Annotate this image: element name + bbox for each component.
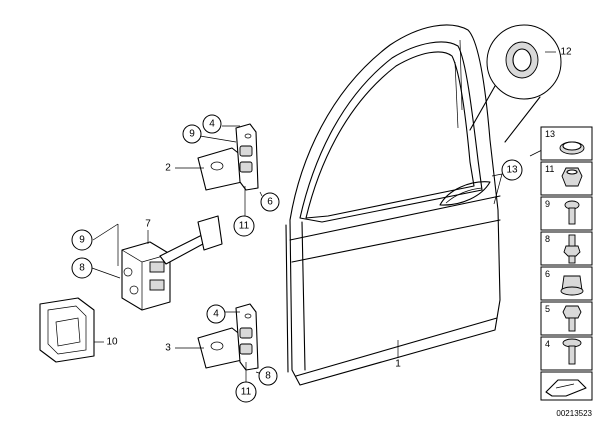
sidebar-item-11: 11 bbox=[540, 161, 593, 196]
front-door bbox=[285, 24, 501, 386]
svg-text:6: 6 bbox=[267, 197, 273, 208]
callout-6-upper: 6 bbox=[260, 192, 280, 212]
lower-door-hinge bbox=[197, 303, 259, 371]
hex-bolt-icon bbox=[562, 305, 582, 332]
svg-text:9: 9 bbox=[79, 235, 85, 246]
callout-13: 13 bbox=[501, 159, 523, 181]
callout-1: 1 bbox=[395, 359, 401, 370]
torx-bolt-icon bbox=[564, 200, 580, 225]
callout-12: 12 bbox=[560, 47, 572, 58]
plug-cap-icon bbox=[559, 141, 585, 155]
callout-3: 3 bbox=[165, 343, 171, 354]
svg-text:4: 4 bbox=[213, 309, 219, 320]
svg-text:7: 7 bbox=[145, 219, 151, 230]
callout-8-lower: 8 bbox=[258, 366, 278, 386]
cap-nut-icon bbox=[560, 275, 584, 296]
sidebar-item-5: 5 bbox=[540, 301, 593, 336]
arrow-sign-icon bbox=[545, 379, 587, 397]
svg-text:3: 3 bbox=[165, 343, 171, 354]
small-parts-sidebar: 13 11 9 8 bbox=[540, 126, 593, 401]
callout-7: 7 bbox=[145, 219, 151, 230]
sidebar-item-6: 6 bbox=[540, 266, 593, 301]
upper-door-hinge bbox=[197, 123, 259, 191]
svg-text:2: 2 bbox=[165, 163, 171, 174]
hex-nut-icon bbox=[561, 167, 583, 187]
callout-8-check: 8 bbox=[71, 257, 93, 279]
svg-text:11: 11 bbox=[241, 387, 252, 398]
svg-text:5: 5 bbox=[545, 304, 550, 314]
svg-text:9: 9 bbox=[189, 129, 195, 140]
svg-text:8: 8 bbox=[79, 263, 85, 274]
door-check-seal bbox=[39, 297, 95, 363]
sidebar-item-arrow bbox=[540, 371, 593, 401]
threaded-stud-icon bbox=[563, 234, 581, 264]
callout-10: 10 bbox=[106, 337, 118, 348]
pan-screw-icon bbox=[562, 338, 582, 365]
callout-11-upper: 11 bbox=[233, 215, 255, 237]
callout-4-lower: 4 bbox=[206, 304, 226, 324]
svg-text:12: 12 bbox=[560, 47, 572, 58]
svg-text:8: 8 bbox=[265, 371, 271, 382]
sidebar-item-9: 9 bbox=[540, 196, 593, 231]
door-check-strap bbox=[121, 215, 223, 311]
svg-text:4: 4 bbox=[545, 339, 550, 349]
sidebar-item-13: 13 bbox=[540, 126, 593, 161]
callout-9-check: 9 bbox=[71, 229, 93, 251]
plug-detail-zoom bbox=[469, 24, 562, 143]
svg-text:4: 4 bbox=[209, 119, 215, 130]
svg-text:10: 10 bbox=[106, 337, 118, 348]
svg-text:9: 9 bbox=[545, 199, 550, 209]
diagram-reference-number: 00213523 bbox=[556, 409, 592, 418]
svg-text:13: 13 bbox=[545, 129, 555, 139]
svg-text:1: 1 bbox=[395, 359, 401, 370]
svg-text:11: 11 bbox=[239, 221, 250, 232]
callout-2: 2 bbox=[165, 163, 171, 174]
callout-4-upper: 4 bbox=[202, 114, 222, 134]
callout-9-upper: 9 bbox=[182, 124, 202, 144]
svg-text:13: 13 bbox=[506, 165, 518, 176]
svg-text:6: 6 bbox=[545, 269, 550, 279]
callout-11-lower: 11 bbox=[235, 381, 257, 403]
sidebar-item-4: 4 bbox=[540, 336, 593, 371]
svg-text:11: 11 bbox=[545, 164, 554, 174]
sidebar-item-8: 8 bbox=[540, 231, 593, 266]
svg-text:8: 8 bbox=[545, 234, 550, 244]
